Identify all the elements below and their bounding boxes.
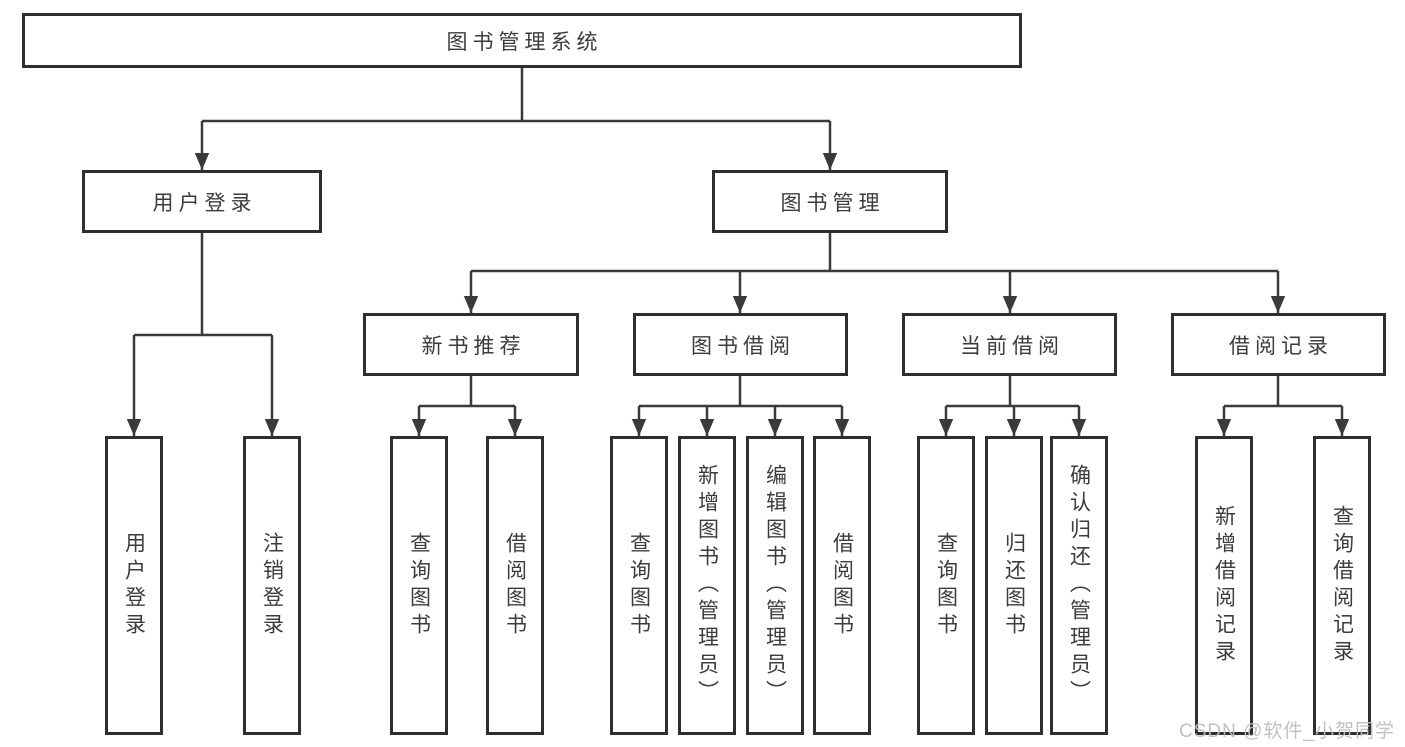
leaf-borrow-books: 借阅图书 — [813, 436, 871, 735]
leaf-user-login: 用户登录 — [105, 436, 163, 735]
leaf-return-books-label: 归还图书 — [1002, 531, 1026, 640]
leaf-query-books-current-label: 查询图书 — [934, 531, 958, 640]
leaf-query-books-borrow-label: 查询图书 — [627, 531, 651, 640]
connector-borrowrecord-to-leaves — [1216, 376, 1350, 436]
node-new-book-recommend-label: 新书推荐 — [421, 334, 526, 358]
connector-newbook-to-leaves — [411, 376, 523, 436]
node-borrow-records: 借阅记录 — [1171, 313, 1386, 376]
leaf-confirm-return-admin: 确认归还（管理员） — [1050, 436, 1108, 735]
leaf-confirm-return-admin-label: 确认归还（管理员） — [1067, 464, 1091, 707]
leaf-query-borrow-record-label: 查询借阅记录 — [1330, 504, 1354, 667]
leaf-edit-books-admin: 编辑图书（管理员） — [746, 436, 804, 735]
node-current-borrow-label: 当前借阅 — [960, 334, 1064, 358]
leaf-add-borrow-record: 新增借阅记录 — [1195, 436, 1253, 735]
node-book-management-label: 图书管理 — [780, 191, 885, 215]
node-root-system: 图书管理系统 — [22, 13, 1022, 68]
leaf-add-borrow-record-label: 新增借阅记录 — [1212, 504, 1236, 667]
node-user-login-label: 用户登录 — [152, 191, 257, 215]
connector-currentborrow-to-leaves — [938, 376, 1087, 436]
leaf-edit-books-admin-label: 编辑图书（管理员） — [763, 464, 787, 707]
leaf-query-borrow-record: 查询借阅记录 — [1313, 436, 1371, 735]
leaf-query-books-borrow: 查询图书 — [610, 436, 668, 735]
leaf-borrow-books-recommend-label: 借阅图书 — [503, 531, 527, 640]
connector-bookmgmt-to-level3 — [463, 233, 1286, 313]
leaf-borrow-books-label: 借阅图书 — [830, 531, 854, 640]
connector-bookborrow-to-leaves — [631, 376, 850, 436]
leaf-add-books-admin: 新增图书（管理员） — [678, 436, 736, 735]
node-current-borrow: 当前借阅 — [902, 313, 1117, 376]
connector-userlogin-to-leaves — [126, 233, 280, 436]
csdn-watermark: CSDN @软件_小贺同学 — [1179, 721, 1395, 742]
leaf-query-books-recommend: 查询图书 — [390, 436, 448, 735]
leaf-logout: 注销登录 — [243, 436, 301, 735]
node-new-book-recommend: 新书推荐 — [363, 313, 579, 376]
node-book-borrow: 图书借阅 — [633, 313, 848, 376]
leaf-return-books: 归还图书 — [985, 436, 1043, 735]
connector-root-to-level2 — [194, 68, 838, 170]
leaf-user-login-label: 用户登录 — [122, 531, 146, 640]
node-user-login: 用户登录 — [82, 170, 322, 233]
leaf-borrow-books-recommend: 借阅图书 — [486, 436, 544, 735]
node-root-label: 图书管理系统 — [446, 30, 603, 54]
node-borrow-records-label: 借阅记录 — [1229, 334, 1333, 358]
node-book-management: 图书管理 — [712, 170, 948, 233]
leaf-logout-label: 注销登录 — [260, 531, 284, 640]
node-book-borrow-label: 图书借阅 — [691, 334, 795, 358]
leaf-add-books-admin-label: 新增图书（管理员） — [695, 464, 719, 707]
leaf-query-books-current: 查询图书 — [917, 436, 975, 735]
leaf-query-books-recommend-label: 查询图书 — [407, 531, 431, 640]
